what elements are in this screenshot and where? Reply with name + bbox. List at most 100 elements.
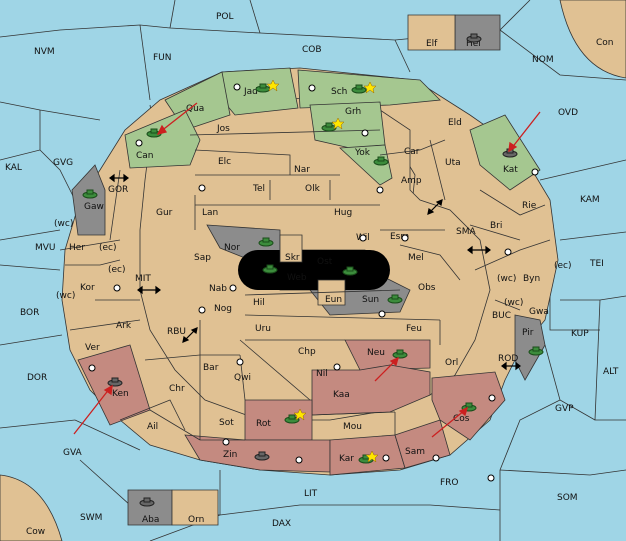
- label-sch: Sch: [331, 87, 347, 97]
- label-lan: Lan: [202, 208, 218, 218]
- arrowhead-icon: [103, 384, 113, 396]
- arrowhead-icon: [508, 141, 518, 153]
- label-con: Con: [596, 38, 614, 48]
- army-icon[interactable]: [528, 346, 544, 356]
- arrow-icon: [510, 111, 541, 150]
- army-icon[interactable]: [373, 156, 389, 166]
- fleet-icon[interactable]: [466, 33, 482, 43]
- label-kat: Kat: [503, 165, 518, 175]
- label-feu: Feu: [406, 324, 422, 334]
- land-labels: Con Cow Elf Hel Aba Orn Jad Sch Qua Can …: [26, 38, 614, 537]
- label-olk: Olk: [305, 184, 321, 194]
- label-hil: Hil: [253, 298, 265, 308]
- sea-swm: SWM: [80, 513, 102, 523]
- label-kar: Kar: [339, 454, 354, 464]
- land-skr[interactable]: [279, 234, 303, 263]
- double-arrow-icon: [182, 327, 198, 343]
- label-aba: Aba: [142, 515, 159, 525]
- label-cos: Cos: [453, 414, 470, 424]
- land-elf[interactable]: [407, 14, 456, 51]
- label-esm: Esm: [390, 232, 409, 242]
- label-elc: Elc: [218, 157, 231, 167]
- supply-center-icon: [295, 456, 303, 464]
- sea-alt: ALT: [603, 367, 619, 377]
- army-icon[interactable]: [258, 237, 274, 247]
- label-zin: Zin: [223, 450, 237, 460]
- sea-fro: FRO: [440, 478, 459, 488]
- land-neu[interactable]: [344, 339, 431, 371]
- double-arrow-icon: [427, 199, 443, 215]
- sea-kam: KAM: [580, 195, 600, 205]
- supply-center-icon: [198, 306, 206, 314]
- land-orn[interactable]: [171, 489, 219, 526]
- label-skr: Skr: [285, 253, 300, 263]
- label-neu: Neu: [367, 348, 385, 358]
- sea-gvg: GVG: [53, 158, 73, 168]
- army-icon[interactable]: [262, 264, 278, 274]
- supply-center-icon: [376, 186, 384, 194]
- coast-byn-wc: (wc): [497, 274, 516, 284]
- sea-labels: POL NVM FUN COB NOM OVD KAL GVG GOR MVU …: [5, 12, 619, 529]
- army-icon[interactable]: [342, 266, 358, 276]
- army-icon[interactable]: [387, 294, 403, 304]
- supply-center-icon: [382, 454, 390, 462]
- black-capsule: [238, 250, 390, 290]
- label-cow: Cow: [26, 527, 45, 537]
- supply-center-icon: [531, 168, 539, 176]
- label-uru: Uru: [255, 324, 271, 334]
- label-ark: Ark: [116, 321, 132, 331]
- convoy-arrows: [109, 173, 521, 371]
- land-gaw[interactable]: [71, 164, 106, 236]
- fleet-icon[interactable]: [254, 451, 270, 461]
- units: [82, 33, 544, 507]
- army-icon[interactable]: [321, 122, 337, 132]
- label-eld: Eld: [448, 118, 462, 128]
- label-ost: Ost: [317, 257, 333, 267]
- label-gur: Gur: [156, 208, 173, 218]
- supply-center-icon: [378, 310, 386, 318]
- label-her: Her: [69, 243, 85, 253]
- army-icon[interactable]: [82, 189, 98, 199]
- coast-kor-wc: (wc): [56, 291, 75, 301]
- label-gaw: Gaw: [84, 202, 104, 212]
- supply-center-icon: [504, 248, 512, 256]
- sea-fun: FUN: [153, 53, 172, 63]
- army-icon[interactable]: [351, 84, 367, 94]
- coast-byn-ec: (ec): [554, 261, 572, 271]
- label-bar: Bar: [203, 363, 219, 373]
- coast-gwa-wc: (wc): [504, 298, 523, 308]
- supply-center-icon: [229, 284, 237, 292]
- land-pir[interactable]: [514, 314, 546, 381]
- fleet-icon[interactable]: [107, 377, 123, 387]
- land-borders: [59, 129, 551, 441]
- sea-pol: POL: [216, 12, 234, 22]
- sea-nom: NOM: [532, 55, 554, 65]
- army-icon[interactable]: [284, 414, 300, 424]
- army-icon[interactable]: [392, 349, 408, 359]
- star-icon: [365, 450, 379, 463]
- double-arrow-icon: [137, 285, 161, 295]
- army-icon[interactable]: [146, 128, 162, 138]
- supply-center-icon: [401, 234, 409, 242]
- label-chp: Chp: [298, 347, 316, 357]
- star-icon: [363, 81, 377, 94]
- double-arrow-icon: [501, 361, 521, 371]
- label-car: Car: [404, 147, 420, 157]
- label-ken: Ken: [112, 389, 129, 399]
- sea-lit: LIT: [304, 489, 318, 499]
- label-qwi: Qwi: [234, 373, 251, 383]
- supply-center-icon: [113, 284, 121, 292]
- army-icon[interactable]: [255, 83, 271, 93]
- arrow-icon: [159, 102, 198, 133]
- sea-tei: TEI: [589, 259, 604, 269]
- label-nab: Nab: [209, 284, 227, 294]
- label-rie: Rie: [522, 201, 537, 211]
- arrow-icon: [374, 359, 397, 382]
- label-ail: Ail: [147, 422, 158, 432]
- sea-dor: DOR: [27, 373, 47, 383]
- label-jos: Jos: [216, 124, 230, 134]
- land-can[interactable]: [124, 109, 201, 169]
- fleet-icon[interactable]: [139, 497, 155, 507]
- land-yok[interactable]: [339, 144, 393, 186]
